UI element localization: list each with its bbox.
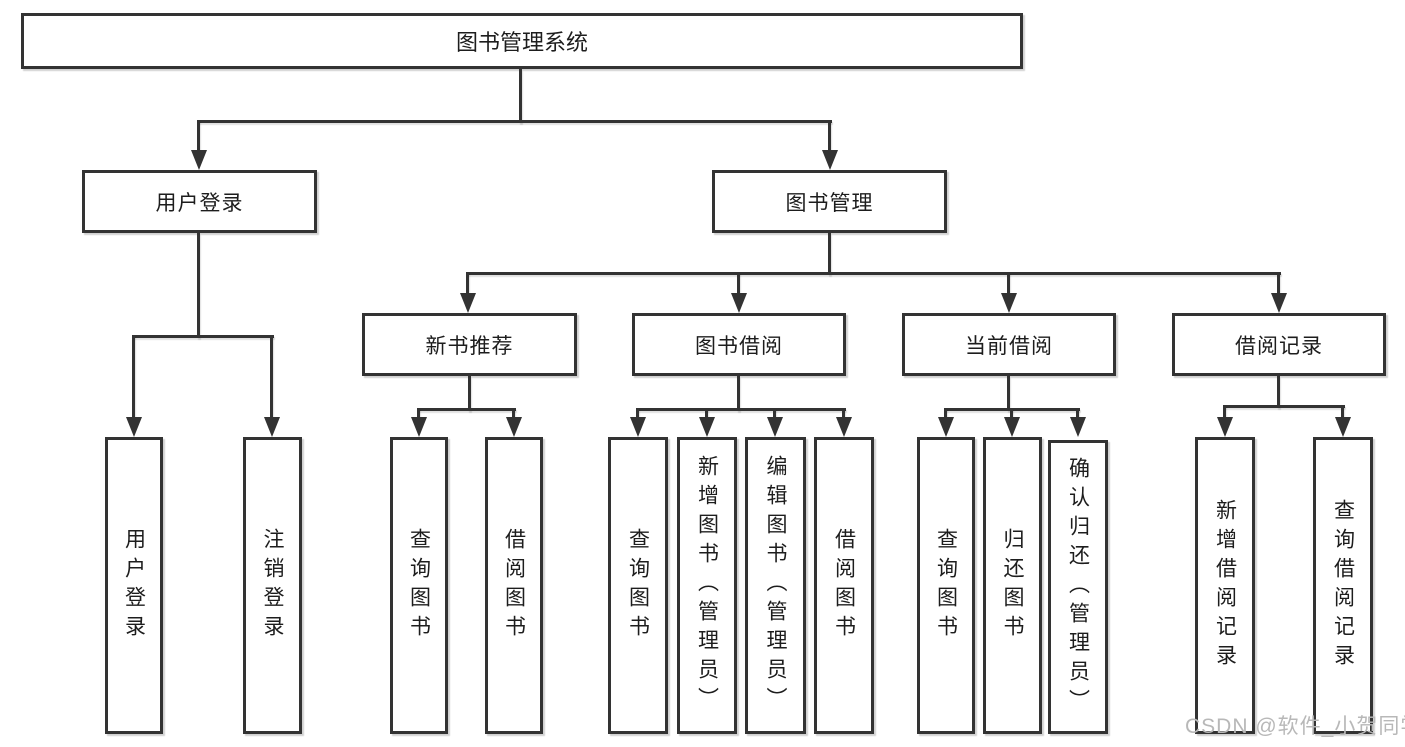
connector-borrowing-records-stem (1277, 376, 1280, 408)
node-label: 新书推荐 (425, 334, 514, 358)
leaf-return-books: 归还图书 (983, 437, 1042, 734)
arrow-down-icon (1070, 417, 1086, 437)
leaf-borrow-books-newbooks: 借阅图书 (485, 437, 543, 734)
connector-user-login-stem (197, 233, 200, 338)
connector-borrowing-records-bus (1224, 405, 1345, 408)
leaf-label: 新增借阅记录 (1213, 498, 1237, 673)
node-label: 当前借阅 (965, 334, 1053, 358)
leaf-add-books-admin: 新增图书（管理员） (677, 437, 737, 734)
arrow-down-icon (460, 293, 476, 313)
arrow-down-icon (1335, 417, 1351, 437)
connector-level2-bus (198, 120, 832, 123)
connector-new-books-stem (468, 376, 471, 411)
arrow-down-icon (1217, 417, 1233, 437)
leaf-query-borrow-record: 查询借阅记录 (1313, 437, 1373, 734)
connector-drop (1076, 408, 1079, 420)
arrow-down-icon (126, 417, 142, 437)
connector-drop (270, 335, 273, 420)
node-book-management: 图书管理 (712, 170, 947, 233)
leaf-label: 归还图书 (1001, 527, 1024, 644)
arrow-down-icon (191, 150, 207, 170)
leaf-add-borrow-record: 新增借阅记录 (1195, 437, 1255, 734)
leaf-label: 确认归还（管理员） (1066, 456, 1090, 718)
leaf-edit-books-admin: 编辑图书（管理员） (745, 437, 806, 734)
connector-level3-bus (467, 272, 1281, 275)
connector-drop (1223, 405, 1226, 420)
connector-drop (1341, 405, 1344, 420)
leaf-borrow-books-borrowing: 借阅图书 (814, 437, 874, 734)
connector-root-stem (519, 69, 522, 123)
connector-drop (944, 408, 947, 420)
arrow-down-icon (506, 417, 522, 437)
node-user-login: 用户登录 (82, 170, 317, 233)
connector-drop (1277, 272, 1280, 295)
arrow-down-icon (699, 417, 715, 437)
leaf-query-books-newbooks: 查询图书 (390, 437, 448, 734)
connector-current-borrowing-stem (1007, 376, 1010, 411)
connector-drop (1007, 272, 1010, 295)
node-library-management-system: 图书管理系统 (21, 13, 1023, 69)
connector-book-borrowing-bus (637, 408, 846, 411)
leaf-label: 新增图书（管理员） (695, 455, 719, 716)
node-current-borrowing: 当前借阅 (902, 313, 1116, 376)
leaf-confirm-return-admin: 确认归还（管理员） (1048, 440, 1108, 734)
node-book-borrowing: 图书借阅 (632, 313, 846, 376)
csdn-watermark: CSDN @软件_小贺同学 (1185, 715, 1405, 738)
connector-drop (1010, 408, 1013, 420)
leaf-label: 查询借阅记录 (1331, 498, 1355, 673)
leaf-label: 查询图书 (934, 527, 958, 644)
leaf-label: 用户登录 (122, 527, 146, 644)
connector-drop (512, 408, 515, 420)
arrow-down-icon (731, 293, 747, 313)
connector-new-books-bus (418, 408, 516, 411)
connector-drop (466, 272, 469, 295)
node-label: 图书借阅 (695, 334, 783, 358)
arrow-down-icon (630, 417, 646, 437)
node-label: 用户登录 (155, 191, 244, 215)
arrow-down-icon (822, 150, 838, 170)
leaf-label: 借阅图书 (502, 527, 526, 644)
arrow-down-icon (836, 417, 852, 437)
leaf-label: 借阅图书 (832, 527, 856, 644)
arrow-down-icon (1001, 293, 1017, 313)
arrow-down-icon (411, 417, 427, 437)
connector-user-login-bus (133, 335, 274, 338)
connector-user-login-drop (197, 120, 200, 152)
connector-drop (842, 408, 845, 420)
connector-drop (737, 272, 740, 295)
arrow-down-icon (1004, 417, 1020, 437)
arrow-down-icon (767, 417, 783, 437)
node-label: 图书管理 (785, 191, 874, 215)
leaf-label: 查询图书 (407, 527, 431, 644)
connector-book-mgmt-stem (828, 233, 831, 275)
arrow-down-icon (1271, 293, 1287, 313)
node-label: 图书管理系统 (455, 30, 588, 55)
leaf-label: 注销登录 (261, 527, 284, 644)
connector-drop (773, 408, 776, 420)
leaf-query-books-current: 查询图书 (917, 437, 975, 734)
node-new-book-recommend: 新书推荐 (362, 313, 577, 376)
connector-drop (417, 408, 420, 420)
leaf-label: 查询图书 (626, 527, 650, 644)
node-label: 借阅记录 (1235, 334, 1323, 358)
connector-drop (705, 408, 708, 420)
leaf-query-books-borrowing: 查询图书 (608, 437, 668, 734)
arrow-down-icon (938, 417, 954, 437)
connector-drop (132, 335, 135, 420)
leaf-user-login: 用户登录 (105, 437, 163, 734)
node-borrowing-records: 借阅记录 (1172, 313, 1386, 376)
connector-book-borrowing-stem (737, 376, 740, 411)
leaf-label: 编辑图书（管理员） (764, 455, 787, 716)
arrow-down-icon (264, 417, 280, 437)
leaf-logout: 注销登录 (243, 437, 302, 734)
connector-book-mgmt-drop (828, 120, 831, 152)
connector-drop (636, 408, 639, 420)
